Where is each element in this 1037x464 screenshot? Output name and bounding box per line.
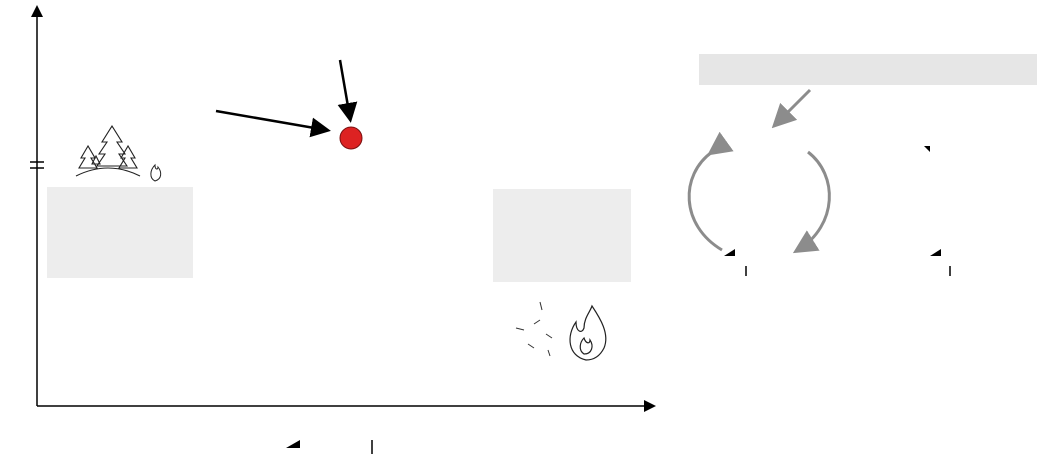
cycle-bottom-left-marker <box>724 249 735 256</box>
cycle-top-right-marker <box>924 146 930 152</box>
large-flame-icon <box>569 304 607 361</box>
x-label-triangle <box>286 440 300 448</box>
forest-icon <box>75 124 141 177</box>
cycle-bottom-right-marker <box>930 249 941 256</box>
banner <box>699 54 1037 85</box>
highlight-point <box>339 126 363 150</box>
small-flame-icon <box>150 163 162 182</box>
top-annotation-arrow <box>337 59 358 123</box>
right-info-box <box>493 189 631 282</box>
sparks-icon <box>515 301 553 357</box>
left-annotation-arrow <box>215 109 331 138</box>
left-info-box <box>47 187 193 278</box>
cycle-arrow-left <box>687 131 734 252</box>
banner-arrow <box>771 88 812 129</box>
y-axis-break <box>30 161 44 169</box>
cycle-arrow-right <box>792 150 831 254</box>
